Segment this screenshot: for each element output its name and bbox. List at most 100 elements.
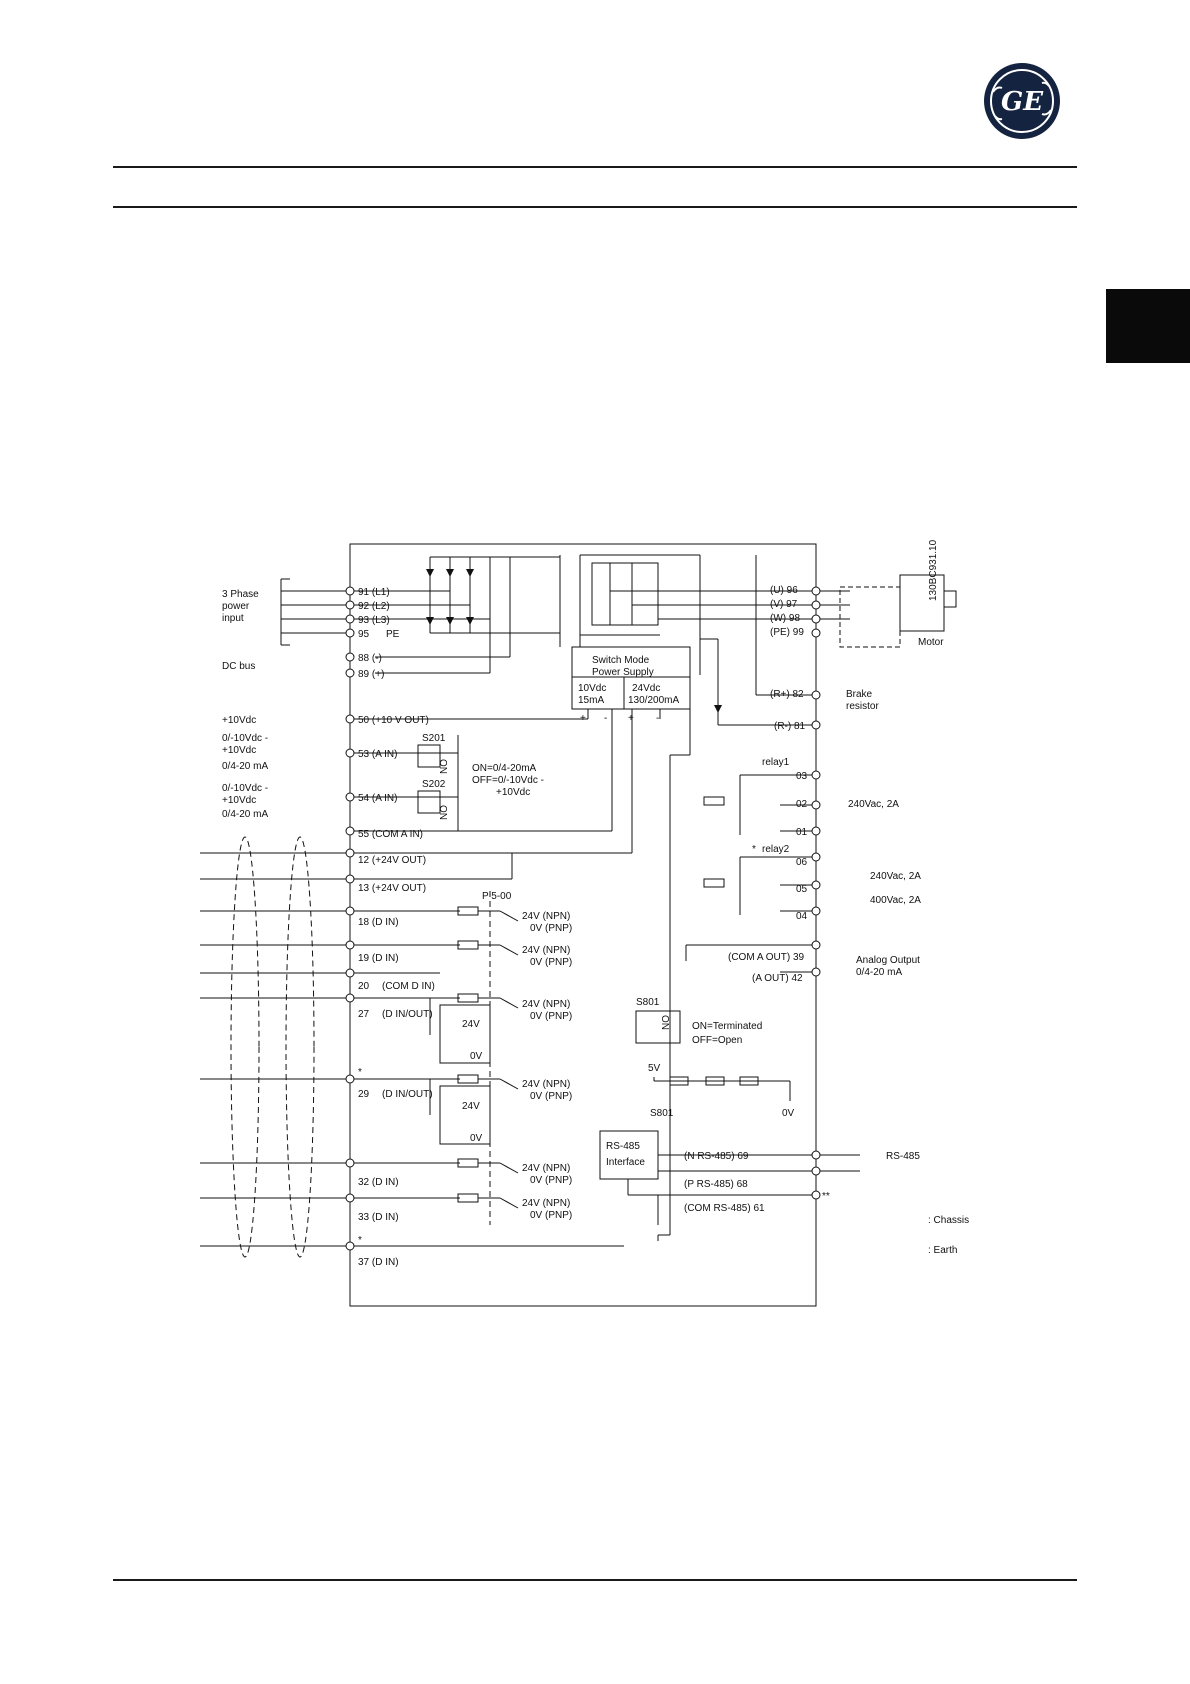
terminal-20-num: 20 bbox=[358, 981, 370, 992]
terminal-29-num: 29 bbox=[358, 1089, 370, 1100]
terminal-93: 93 (L3) bbox=[358, 615, 390, 626]
terminal-33: 33 (D IN) bbox=[358, 1212, 399, 1223]
npn-27: 24V (NPN) bbox=[522, 999, 570, 1010]
npn-32: 24V (NPN) bbox=[522, 1163, 570, 1174]
label-ain2-l3: 0/4-20 mA bbox=[222, 809, 268, 820]
terminal-99: (PE) 99 bbox=[770, 627, 804, 638]
analog-output-2: 0/4-20 mA bbox=[856, 967, 902, 978]
terminal-61-star: ** bbox=[822, 1191, 830, 1202]
v0-27: 0V bbox=[470, 1051, 483, 1062]
terminal-32: 32 (D IN) bbox=[358, 1177, 399, 1188]
rs485-interface-2: Interface bbox=[606, 1157, 645, 1168]
pnp-27: 0V (PNP) bbox=[530, 1011, 572, 1022]
rs485-interface-1: RS-485 bbox=[606, 1141, 640, 1152]
terminal-37: 37 (D IN) bbox=[358, 1257, 399, 1268]
terminal-50: 50 (+10 V OUT) bbox=[358, 715, 429, 726]
terminal-18: 18 (D IN) bbox=[358, 917, 399, 928]
v0-29: 0V bbox=[470, 1133, 483, 1144]
switch-s202: S202 bbox=[422, 779, 446, 790]
terminal-98: (W) 98 bbox=[770, 613, 800, 624]
npn-19: 24V (NPN) bbox=[522, 945, 570, 956]
terminal-12: 12 (+24V OUT) bbox=[358, 855, 426, 866]
s801-box-label: S801 bbox=[636, 997, 660, 1008]
relay-04: 04 bbox=[796, 911, 808, 922]
terminal-81: (R-) 81 bbox=[774, 721, 806, 732]
ge-logo: GE bbox=[984, 63, 1060, 139]
s801-on: ON bbox=[659, 1015, 670, 1030]
relay-01: 01 bbox=[796, 827, 808, 838]
relay-03: 03 bbox=[796, 771, 808, 782]
footer-rule bbox=[113, 1579, 1077, 1581]
label-3phase-1: 3 Phase bbox=[222, 589, 259, 600]
label-5v: 5V bbox=[648, 1063, 661, 1074]
relay2-rating-a: 240Vac, 2A bbox=[870, 871, 921, 882]
wiring-diagram: 130BC931.10 3 Phase power input DC bus +… bbox=[200, 539, 969, 1307]
rs485-label: RS-485 bbox=[886, 1151, 920, 1162]
pnp-32: 0V (PNP) bbox=[530, 1175, 572, 1186]
pnp-19: 0V (PNP) bbox=[530, 957, 572, 968]
terminal-53: 53 (A IN) bbox=[358, 749, 397, 760]
terminal-89: 89 (+) bbox=[358, 669, 384, 680]
pnp-29: 0V (PNP) bbox=[530, 1091, 572, 1102]
logo-text: GE bbox=[1001, 87, 1044, 117]
smps-c1a: 10Vdc bbox=[578, 683, 606, 694]
brake-label-2: resistor bbox=[846, 701, 879, 712]
terminal-82: (R+) 82 bbox=[770, 689, 804, 700]
terminal-19: 19 (D IN) bbox=[358, 953, 399, 964]
switch-s201-on: ON bbox=[437, 759, 448, 774]
chapter-tab bbox=[1106, 289, 1190, 363]
terminal-54: 54 (A IN) bbox=[358, 793, 397, 804]
terminal-92: 92 (L2) bbox=[358, 601, 390, 612]
header-rule-top bbox=[113, 166, 1077, 168]
relay2-rating-b: 400Vac, 2A bbox=[870, 895, 921, 906]
pnp-33: 0V (PNP) bbox=[530, 1210, 572, 1221]
smps-c2b: 130/200mA bbox=[628, 695, 679, 706]
relay1-rating: 240Vac, 2A bbox=[848, 799, 899, 810]
switch-note-1: ON=0/4-20mA bbox=[472, 763, 537, 774]
switch-s202-on: ON bbox=[437, 805, 448, 820]
legend-earth: : Earth bbox=[928, 1245, 957, 1256]
terminal-55: 55 (COM A IN) bbox=[358, 829, 423, 840]
terminal-96: (U) 96 bbox=[770, 585, 798, 596]
analog-output-1: Analog Output bbox=[856, 955, 920, 966]
terminal-27-num: 27 bbox=[358, 1009, 370, 1020]
relay-05: 05 bbox=[796, 884, 808, 895]
terminal-69: (N RS-485) 69 bbox=[684, 1151, 749, 1162]
smps-plus-2: + bbox=[628, 713, 634, 724]
terminal-39: (COM A OUT) 39 bbox=[728, 952, 805, 963]
smps-plus-1: + bbox=[580, 713, 586, 724]
smps-minus-1: - bbox=[604, 713, 607, 724]
terminal-91: 91 (L1) bbox=[358, 587, 390, 598]
terminal-97: (V) 97 bbox=[770, 599, 798, 610]
terminal-pe: PE bbox=[386, 629, 400, 640]
v24-27: 24V bbox=[462, 1019, 480, 1030]
pnp-18: 0V (PNP) bbox=[530, 923, 572, 934]
terminal-68: (P RS-485) 68 bbox=[684, 1179, 748, 1190]
terminal-29-name: (D IN/OUT) bbox=[382, 1089, 433, 1100]
p500-label: P 5-00 bbox=[482, 891, 512, 902]
label-dc-bus: DC bus bbox=[222, 661, 255, 672]
npn-18: 24V (NPN) bbox=[522, 911, 570, 922]
label-ain2-l2: +10Vdc bbox=[222, 795, 256, 806]
label-3phase-2: power bbox=[222, 601, 250, 612]
terminal-27-name: (D IN/OUT) bbox=[382, 1009, 433, 1020]
brake-label-1: Brake bbox=[846, 689, 873, 700]
terminal-37-star: * bbox=[358, 1235, 362, 1246]
npn-33: 24V (NPN) bbox=[522, 1198, 570, 1209]
terminal-42: (A OUT) 42 bbox=[752, 973, 803, 984]
header-rule-bottom bbox=[113, 206, 1077, 208]
v24-29: 24V bbox=[462, 1101, 480, 1112]
smps-c2a: 24Vdc bbox=[632, 683, 660, 694]
label-10vdc: +10Vdc bbox=[222, 715, 256, 726]
relay1-label: relay1 bbox=[762, 757, 790, 768]
doc-code: 130BC931.10 bbox=[928, 539, 939, 601]
label-ain1-l2: +10Vdc bbox=[222, 745, 256, 756]
switch-s201: S201 bbox=[422, 733, 446, 744]
relay-02: 02 bbox=[796, 799, 808, 810]
label-ain1-l3: 0/4-20 mA bbox=[222, 761, 268, 772]
smps-minus-2: - bbox=[656, 713, 659, 724]
label-ain1-l1: 0/-10Vdc - bbox=[222, 733, 268, 744]
label-3phase-3: input bbox=[222, 613, 244, 624]
smps-title-2: Power Supply bbox=[592, 667, 654, 678]
s801-on-note: ON=Terminated bbox=[692, 1021, 762, 1032]
